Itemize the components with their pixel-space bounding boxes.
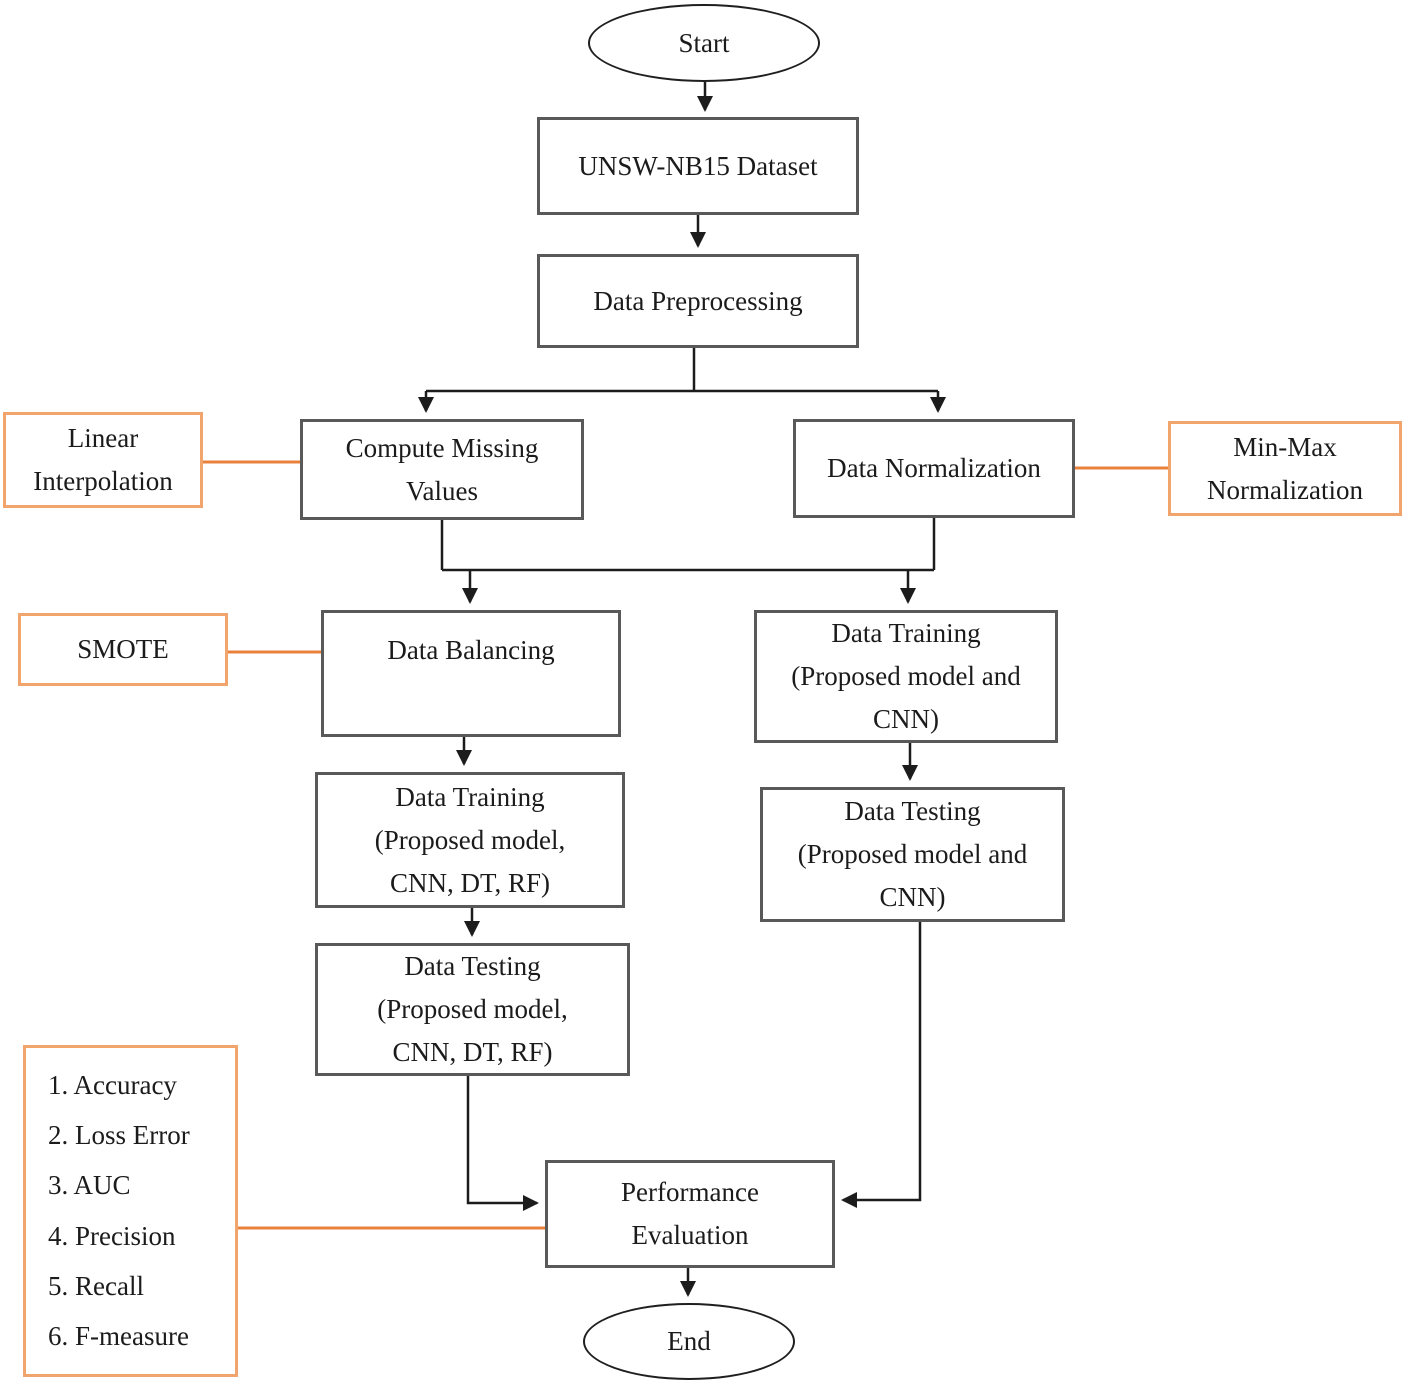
node-smote: SMOTE <box>18 613 228 686</box>
node-preprocessing-label: Data Preprocessing <box>593 285 803 316</box>
metric-item-f-measure: 6. F-measure <box>48 1320 189 1351</box>
node-data-training-right: Data Training (Proposed model and CNN) <box>754 610 1058 743</box>
node-data-training-left: Data Training (Proposed model, CNN, DT, … <box>315 772 625 908</box>
node-minmax-normalization: Min-Max Normalization <box>1168 421 1402 516</box>
node-data-normalization: Data Normalization <box>793 419 1075 518</box>
node-data-normalization-label: Data Normalization <box>827 453 1041 483</box>
node-linear-interpolation-label: Linear Interpolation <box>33 423 173 496</box>
node-start: Start <box>588 4 820 82</box>
node-end-label: End <box>667 1326 711 1356</box>
node-dataset: UNSW-NB15 Dataset <box>537 117 859 215</box>
metric-item-recall: 5. Recall <box>48 1270 144 1301</box>
node-compute-missing-values-label: Compute Missing Values <box>345 432 539 506</box>
node-minmax-normalization-label: Min-Max Normalization <box>1207 431 1363 505</box>
node-preprocessing: Data Preprocessing <box>537 254 859 348</box>
node-data-training-left-label: Data Training (Proposed model, CNN, DT, … <box>374 781 566 898</box>
node-data-testing-left-label: Data Testing (Proposed model, CNN, DT, R… <box>377 951 568 1067</box>
node-performance-evaluation: Performance Evaluation <box>545 1160 835 1268</box>
node-data-testing-right-label: Data Testing (Proposed model and CNN) <box>797 796 1028 912</box>
node-evaluation-metrics: 1. Accuracy 2. Loss Error 3. AUC 4. Prec… <box>23 1045 238 1377</box>
node-smote-label: SMOTE <box>77 634 169 664</box>
node-dataset-label: UNSW-NB15 Dataset <box>578 150 818 181</box>
node-data-balancing-label: Data Balancing <box>387 635 555 665</box>
node-data-testing-right: Data Testing (Proposed model and CNN) <box>760 787 1065 922</box>
node-linear-interpolation: Linear Interpolation <box>3 412 203 508</box>
metric-item-auc: 3. AUC <box>48 1170 131 1201</box>
node-data-training-right-label: Data Training (Proposed model and CNN) <box>791 618 1021 734</box>
node-end: End <box>583 1303 795 1380</box>
node-performance-evaluation-label: Performance Evaluation <box>621 1177 759 1250</box>
metric-item-precision: 4. Precision <box>48 1220 176 1251</box>
node-data-balancing: Data Balancing <box>321 610 621 737</box>
node-compute-missing-values: Compute Missing Values <box>300 419 584 520</box>
metric-item-loss-error: 2. Loss Error <box>48 1120 190 1151</box>
metric-item-accuracy: 1. Accuracy <box>48 1070 177 1100</box>
node-data-testing-left: Data Testing (Proposed model, CNN, DT, R… <box>315 943 630 1076</box>
node-start-label: Start <box>678 27 730 58</box>
